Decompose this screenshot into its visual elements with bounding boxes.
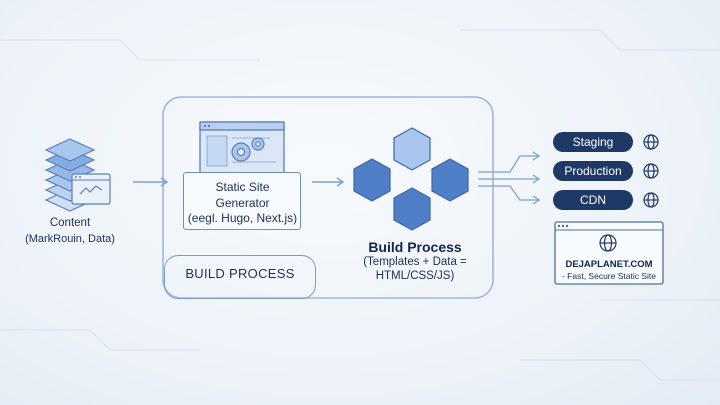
arrow-content-to-ssg — [133, 177, 169, 187]
globe-icon — [643, 192, 659, 208]
background-circuit-lines — [0, 29, 720, 381]
content-stack-icon — [44, 138, 111, 212]
ssg-label-examples: (eegl. Hugo, Next.js) — [187, 211, 298, 225]
deploy-target-production: Production — [553, 161, 633, 181]
build-process-tag — [164, 255, 316, 299]
ssg-label-line2: Generator — [215, 196, 270, 210]
globe-icon — [643, 163, 659, 179]
arrow-ssg-to-build — [312, 177, 345, 187]
site-preview-domain: DEJAPLANET.COM — [565, 259, 653, 270]
ssg-box — [183, 172, 301, 230]
build-process-desc-line2: HTML/CSS/JS) — [375, 270, 455, 282]
gear-icon — [231, 137, 265, 162]
site-preview-tagline: - Fast, Secure Static Site — [561, 271, 656, 281]
build-container-outline — [162, 96, 494, 299]
build-process-tag-label: BUILD PROCESS — [185, 266, 295, 281]
site-preview-window — [554, 221, 664, 285]
ssg-label-line1: Static Site — [215, 180, 270, 194]
arrows-to-deploy-targets — [478, 151, 541, 205]
build-process-desc-line1: (Templates + Data = — [363, 256, 467, 268]
globe-icon — [643, 134, 659, 150]
content-label: Content — [49, 217, 91, 229]
deploy-target-cdn: CDN — [553, 190, 633, 210]
content-sublabel: (MarkRouin, Data) — [25, 233, 115, 245]
build-process-title: Build Process — [368, 239, 462, 255]
globe-icon — [599, 234, 617, 252]
deploy-target-staging: Staging — [553, 132, 633, 152]
build-hexagon-cluster — [353, 127, 469, 231]
